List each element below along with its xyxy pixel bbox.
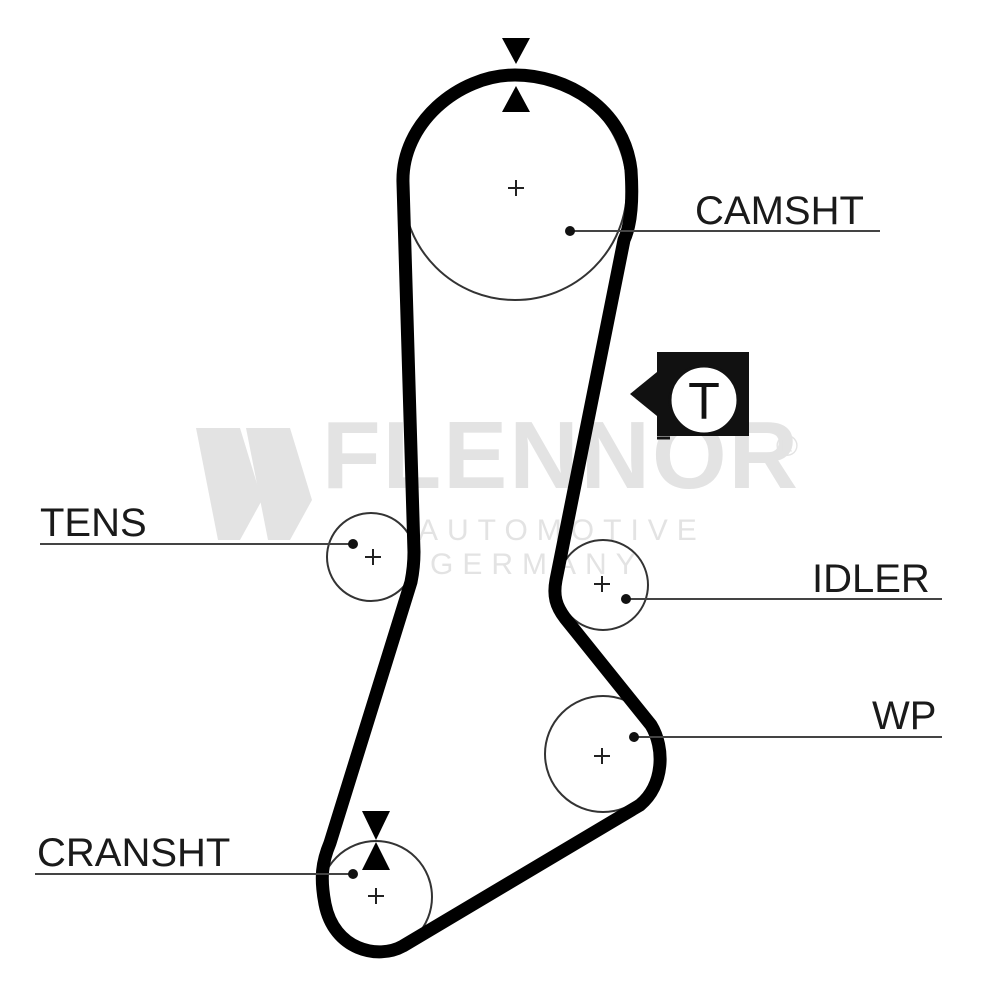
label-camshaft: CAMSHT [695, 189, 864, 233]
tensioner-leader [40, 539, 358, 549]
tension-symbol: T [630, 352, 749, 440]
tensioner-center-mark [365, 549, 381, 565]
label-tensioner: TENS [40, 501, 147, 545]
label-crankshaft: CRANSHT [37, 831, 230, 875]
camshaft-timing-mark [502, 38, 530, 112]
idler-leader [621, 594, 942, 604]
watermark-logo-mark-2 [246, 428, 312, 540]
crankshaft-center-mark [368, 888, 384, 904]
timing-belt [315, 68, 667, 959]
water-pump-center-mark [594, 748, 610, 764]
idler-center-mark [594, 576, 610, 592]
water-pump-leader [629, 732, 942, 742]
watermark-logo-mark [196, 428, 262, 540]
watermark-registered: ® [776, 430, 807, 463]
camshaft-leader [565, 226, 880, 236]
crankshaft-leader [35, 869, 358, 879]
watermark-line2: GERMANY [430, 548, 645, 581]
label-idler: IDLER [812, 557, 930, 601]
label-water-pump: WP [872, 694, 936, 738]
camshaft-center-mark [508, 180, 524, 196]
tension-symbol-letter: T [688, 373, 720, 431]
crankshaft-timing-mark [362, 811, 390, 870]
